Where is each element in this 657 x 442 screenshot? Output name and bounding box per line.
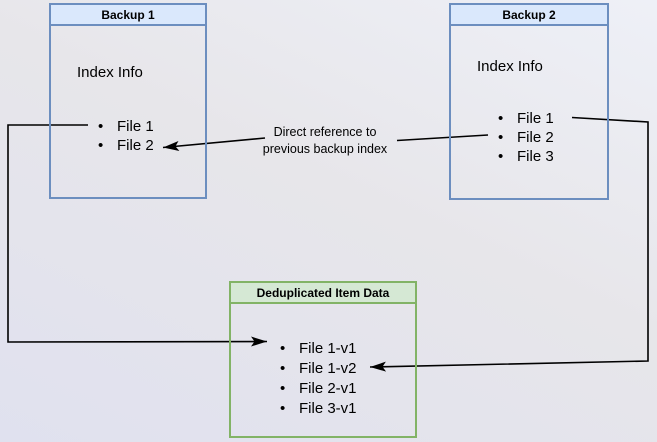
- file-item: File 3-v1: [277, 399, 357, 419]
- file-item: File 1: [95, 117, 154, 136]
- node-backup1: Backup 1 Index Info File 1 File 2: [49, 3, 207, 199]
- file-item: File 2: [95, 136, 154, 155]
- direct-reference-label: Direct reference to previous backup inde…: [245, 124, 405, 158]
- file-item: File 1-v1: [277, 339, 357, 359]
- file-item: File 1: [495, 109, 554, 128]
- file-item: File 2: [495, 128, 554, 147]
- file-item: File 1-v2: [277, 359, 357, 379]
- file-item: File 2-v1: [277, 379, 357, 399]
- file-item: File 3: [495, 147, 554, 166]
- backup1-title: Backup 1: [51, 5, 205, 26]
- direct-reference-label-line1: Direct reference to: [273, 125, 377, 139]
- dedup-file-list: File 1-v1 File 1-v2 File 2-v1 File 3-v1: [277, 339, 357, 419]
- node-backup2: Backup 2 Index Info File 1 File 2 File 3: [449, 3, 609, 200]
- backup2-title: Backup 2: [451, 5, 607, 26]
- direct-reference-label-line2: previous backup index: [262, 142, 388, 156]
- dedup-title: Deduplicated Item Data: [231, 283, 415, 304]
- backup1-file-list: File 1 File 2: [95, 117, 154, 155]
- backup1-index-info-label: Index Info: [77, 64, 143, 81]
- backup2-file-list: File 1 File 2 File 3: [495, 109, 554, 166]
- backup2-index-info-label: Index Info: [477, 58, 543, 75]
- node-deduplicated-item-data: Deduplicated Item Data File 1-v1 File 1-…: [229, 281, 417, 438]
